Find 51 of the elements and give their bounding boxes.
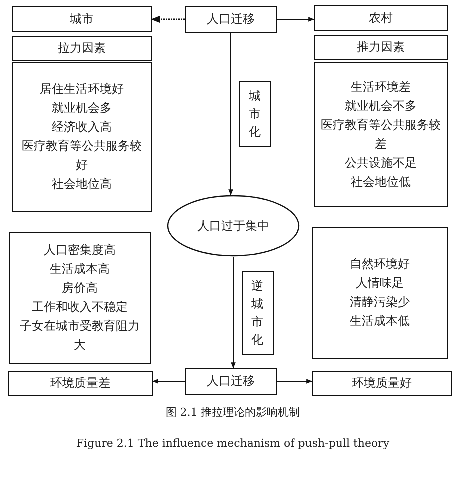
heading-box — [12, 6, 152, 32]
ellipse-node — [167, 195, 300, 257]
node-text: 经济收入高 — [51, 119, 113, 136]
node-text: 生活环境差 — [350, 78, 412, 96]
node-text: 环境质量差 — [50, 375, 112, 392]
result-box — [312, 371, 452, 396]
edge-label: 逆城市化 — [242, 270, 274, 354]
node-text: 居住生活环境好 — [39, 81, 125, 98]
node-text: 生活成本低 — [349, 313, 411, 330]
node-text: 人口过于集中 — [196, 218, 270, 234]
node-text: 社会地位低 — [350, 174, 412, 190]
caption-text: Figure 2.1 The influence mechanism of push-pull theory — [75, 437, 391, 450]
arrow — [231, 256, 236, 369]
edge-label: 城市化 — [239, 81, 271, 147]
result-box — [8, 371, 153, 396]
node-text: 农村 — [368, 10, 394, 26]
node-text: 清静污染少 — [349, 294, 411, 311]
node-text: 公共设施不足 — [344, 154, 418, 172]
node-text: 人情味足 — [355, 275, 405, 292]
node-text: 人口密集度高 — [43, 242, 117, 259]
arrow — [228, 32, 234, 196]
node-text: 人口迁移 — [206, 11, 256, 28]
figure-caption: 图 2.1 推拉理论的影响机制 — [164, 405, 302, 420]
arrow — [151, 16, 185, 24]
factor-list-box — [12, 62, 152, 212]
node-text: 城市 — [69, 10, 95, 28]
node-text: 工作和收入不稳定 — [31, 299, 129, 316]
node-text: 就业机会多 — [51, 100, 113, 117]
heading-box — [314, 5, 448, 31]
node-text: 房价高 — [61, 280, 99, 297]
node-text: 人口迁移 — [206, 373, 256, 390]
arrow — [276, 17, 315, 22]
node-text: 生活成本高 — [49, 261, 111, 278]
node-text: 医疗教育等公共服务较差 — [320, 116, 442, 152]
arrow — [276, 379, 313, 384]
factor-list-box — [9, 232, 151, 364]
node-text: 社会地位高 — [51, 176, 113, 193]
node-text: 推力因素 — [356, 39, 406, 56]
node-text: 医疗教育等公共服务较好 — [21, 138, 143, 174]
process-box — [185, 6, 277, 33]
factor-list-box — [314, 62, 448, 207]
process-box — [185, 368, 277, 395]
node-text: 子女在城市受教育阻力大 — [19, 318, 141, 354]
factor-list-box — [312, 227, 448, 359]
node-text: 拉力因素 — [57, 40, 107, 57]
node-text: 就业机会不多 — [344, 98, 418, 114]
heading-box — [314, 35, 448, 60]
node-text: 自然环境好 — [349, 256, 411, 273]
arrow — [152, 379, 186, 384]
node-text: 环境质量好 — [351, 375, 413, 392]
heading-box — [12, 36, 152, 61]
